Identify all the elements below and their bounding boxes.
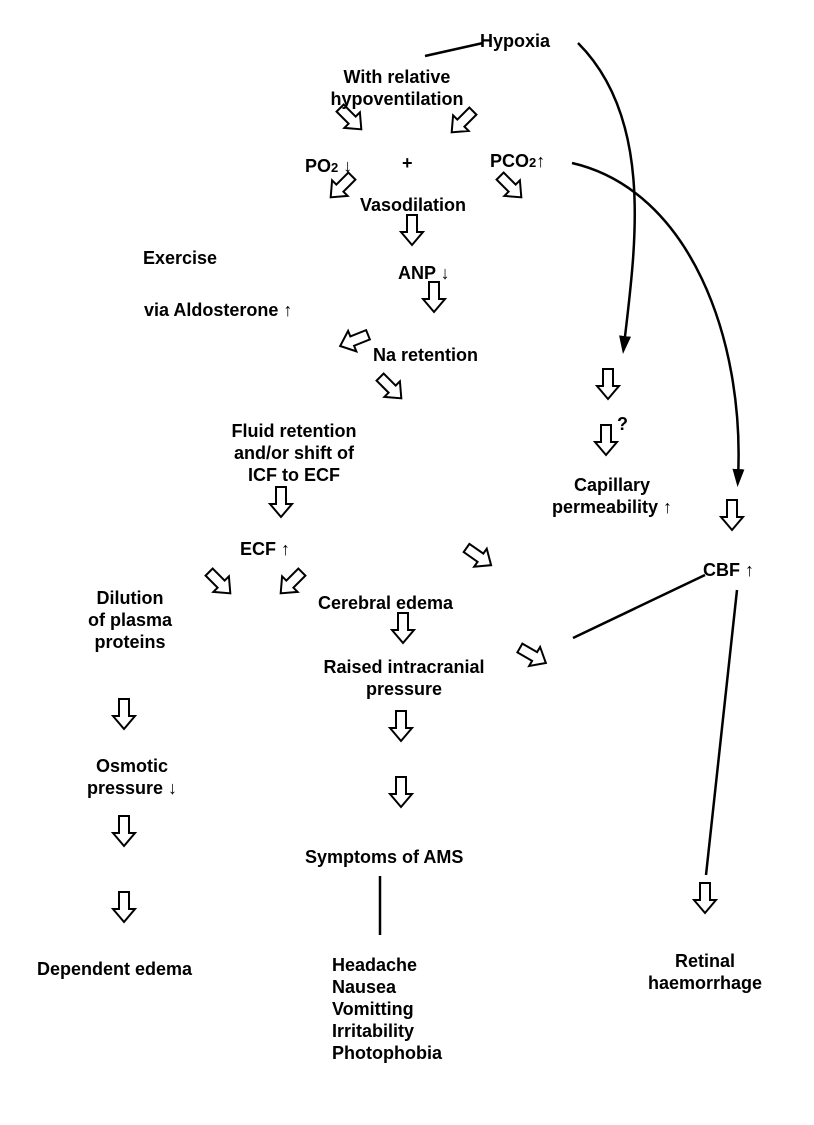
node-dilution-line-3: proteins — [94, 632, 166, 652]
hollow-arrow-hypovent-to-po2 — [335, 103, 363, 131]
node-hypoventilation-line-1: With relative — [343, 67, 451, 87]
node-capillary-permeability: Capillary permeability ↑ — [552, 474, 672, 518]
hollow-arrow-group — [110, 103, 746, 924]
node-dilution-line-2: of plasma — [87, 610, 173, 630]
node-hypoventilation: With relative hypoventilation — [330, 66, 463, 110]
hollow-arrow-vasodilation-to-anp — [398, 214, 426, 247]
hollow-arrow-cbf-to-cbf-box — [718, 499, 746, 532]
node-symptom-list: Headache Nausea Vomitting Irritability P… — [332, 954, 442, 1064]
node-anp: ANP ↓ — [398, 263, 450, 283]
symptom-nausea: Nausea — [332, 977, 397, 997]
node-raised-icp-line-2: pressure — [365, 679, 443, 699]
node-capillary-line-2: permeability ↑ — [551, 497, 673, 517]
node-fluid-retention-line-3: ICF to ECF — [248, 465, 340, 485]
hollow-arrow-cbf-to-retinal — [691, 882, 719, 915]
hollow-arrow-osmotic-to-dependent-2 — [110, 891, 138, 924]
hollow-arrow-ecf-to-cerebral — [279, 567, 307, 595]
hypoxia-connector-line — [424, 41, 484, 58]
hollow-arrow-cerebral-to-icp — [389, 612, 417, 645]
node-osmotic-pressure: Osmotic pressure ↓ — [87, 755, 177, 799]
node-retinal-haemorrhage: Retinal haemorrhage — [648, 950, 762, 994]
symptom-vomitting: Vomitting — [332, 999, 414, 1019]
symptom-irritability: Irritability — [332, 1021, 415, 1041]
cbf-to-retinal-line — [704, 589, 739, 876]
node-fluid-retention-line-1: Fluid retention — [231, 421, 357, 441]
hollow-arrow-aldosterone-to-na — [338, 328, 372, 353]
node-vasodilation: Vasodilation — [360, 195, 467, 215]
node-symptoms-ams: Symptoms of AMS — [305, 847, 464, 867]
node-dilution-line-1: Dilution — [96, 588, 164, 608]
hollow-arrow-cbf-to-icp — [516, 642, 548, 668]
po2-subscript: 2 — [331, 160, 339, 175]
node-ecf: ECF ↑ — [240, 539, 291, 559]
node-osmotic-line-1: Osmotic — [95, 756, 169, 776]
node-hypoventilation-line-2: hypoventilation — [330, 89, 464, 109]
node-aldosterone: via Aldosterone ↑ — [144, 300, 293, 320]
node-dilution: Dilution of plasma proteins — [88, 587, 172, 653]
pco2-to-cbf-arrow — [571, 161, 745, 487]
hollow-arrow-icp-to-symptoms-2 — [387, 776, 415, 809]
hollow-arrow-hypoxia-to-question — [594, 368, 622, 401]
node-plus: + — [402, 153, 413, 173]
hollow-arrow-osmotic-to-dependent-1 — [110, 815, 138, 848]
node-fluid-retention-line-2: and/or shift of — [234, 443, 354, 463]
node-question: ? — [617, 414, 628, 434]
node-po2: PO2 ↓ — [305, 155, 352, 179]
node-retinal-line-1: Retinal — [674, 951, 736, 971]
hollow-arrow-anp-to-na — [420, 281, 448, 314]
hypoxia-to-capillary-arrow — [577, 42, 637, 354]
symptom-photophobia: Photophobia — [332, 1043, 442, 1063]
node-hypoxia: Hypoxia — [480, 31, 551, 51]
hollow-arrow-ecf-to-dilution — [204, 567, 232, 595]
node-raised-icp: Raised intracranial pressure — [323, 656, 484, 700]
hollow-arrow-po2-to-vasodilation — [329, 171, 357, 199]
hollow-arrow-capillary-to-cerebral — [462, 542, 493, 568]
node-capillary-line-1: Capillary — [573, 475, 651, 495]
node-fluid-retention: Fluid retention and/or shift of ICF to E… — [232, 420, 357, 486]
cbf-to-icp-line — [572, 573, 706, 640]
node-exercise: Exercise — [143, 248, 218, 268]
pco2-arrow: ↑ — [536, 151, 546, 171]
hollow-arrow-na-to-fluid — [375, 372, 403, 400]
node-cbf: CBF ↑ — [703, 560, 754, 580]
hollow-arrow-question-to-capillary — [592, 424, 620, 457]
node-dependent-edema: Dependent edema — [37, 959, 193, 979]
node-osmotic-line-2: pressure ↓ — [86, 778, 178, 798]
node-na-retention: Na retention — [373, 345, 479, 365]
hollow-arrow-fluid-to-ecf — [267, 486, 295, 519]
pco2-subscript: 2 — [529, 155, 537, 170]
symptom-headache: Headache — [332, 955, 418, 975]
node-pco2: PCO2↑ — [490, 150, 545, 174]
hollow-arrow-dilution-to-osmotic — [110, 698, 138, 731]
po2-label: PO — [305, 156, 332, 176]
po2-arrow: ↓ — [343, 156, 353, 176]
hollow-arrow-hypovent-to-pco2 — [450, 106, 478, 134]
hollow-arrow-icp-to-symptoms-1 — [387, 710, 415, 743]
node-cerebral-edema: Cerebral edema — [318, 593, 454, 613]
hollow-arrow-pco2-to-vasodilation — [495, 171, 523, 199]
node-raised-icp-line-1: Raised intracranial — [323, 657, 485, 677]
node-retinal-line-2: haemorrhage — [647, 973, 763, 993]
pco2-label: PCO — [490, 151, 530, 171]
